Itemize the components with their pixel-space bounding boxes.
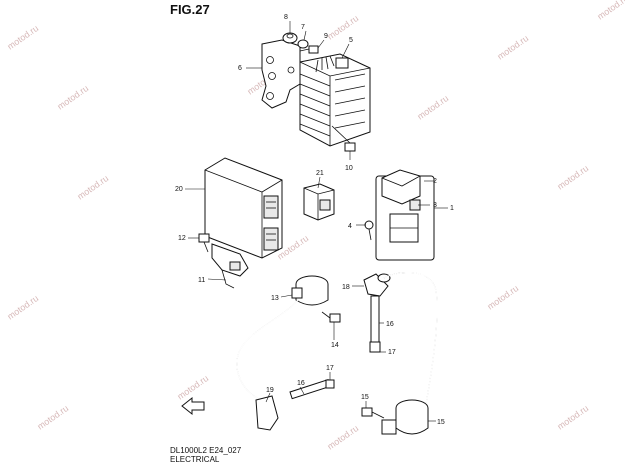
figure-title: FIG.27 bbox=[170, 2, 210, 17]
watermark: motod.ru bbox=[415, 93, 450, 122]
watermark: motod.ru bbox=[555, 403, 590, 432]
callout-2: 2 bbox=[433, 178, 437, 185]
high-tension-lead-left bbox=[236, 299, 299, 401]
watermark: motod.ru bbox=[595, 0, 625, 22]
watermark: motod.ru bbox=[75, 173, 110, 202]
front-direction-arrow-icon bbox=[181, 396, 205, 416]
callout-16-rear: 16 bbox=[386, 321, 394, 328]
part-relay-assembly bbox=[375, 169, 435, 261]
callout-labels: 8 7 9 5 6 10 20 21 2 3 1 4 12 11 13 18 1… bbox=[175, 14, 454, 426]
callout-19: 19 bbox=[266, 387, 274, 394]
callout-13: 13 bbox=[271, 295, 279, 302]
watermark: motod.ru bbox=[325, 13, 360, 42]
part-regulator-rectifier bbox=[299, 53, 371, 147]
callout-20: 20 bbox=[175, 186, 183, 193]
callout-16-lower: 16 bbox=[297, 380, 305, 387]
callout-12: 12 bbox=[178, 235, 186, 242]
part-collar bbox=[297, 39, 309, 49]
callout-18: 18 bbox=[342, 284, 350, 291]
callout-5: 5 bbox=[349, 37, 353, 44]
part-screw-4 bbox=[364, 220, 374, 241]
model-code: DL1000L2 E24_027 bbox=[170, 446, 242, 455]
watermark: motod.ru bbox=[495, 33, 530, 62]
callout-9: 9 bbox=[324, 33, 328, 40]
watermark: motod.ru bbox=[5, 23, 40, 52]
watermark: motod.ru bbox=[555, 163, 590, 192]
part-bolt-9 bbox=[299, 45, 319, 54]
callout-17-rear: 17 bbox=[388, 349, 396, 356]
watermark: motod.ru bbox=[485, 283, 520, 312]
callout-7: 7 bbox=[301, 24, 305, 31]
part-plug-cap-19 bbox=[255, 395, 279, 431]
callout-17-lower: 17 bbox=[326, 365, 334, 372]
high-tension-lead-right-inner bbox=[383, 271, 438, 405]
callout-1: 1 bbox=[450, 205, 454, 212]
leader-lines bbox=[185, 21, 448, 422]
part-plug-lead-16 bbox=[289, 379, 335, 400]
callout-21: 21 bbox=[316, 170, 324, 177]
callout-14: 15 bbox=[437, 419, 445, 426]
part-lead-tube-16 bbox=[369, 295, 381, 353]
part-grommet bbox=[282, 32, 298, 44]
callout-15-upper: 14 bbox=[331, 342, 339, 349]
part-bracket bbox=[261, 39, 301, 109]
part-bolt-12 bbox=[198, 233, 210, 253]
part-bolt-15a bbox=[321, 311, 341, 323]
high-tension-lead-left-inner bbox=[236, 299, 299, 401]
watermark: motod.ru bbox=[55, 83, 90, 112]
part-ignition-coil-14 bbox=[381, 399, 429, 435]
part-ignition-coil-13 bbox=[291, 275, 329, 306]
watermark: motod.ru bbox=[5, 293, 40, 322]
callout-8: 8 bbox=[284, 14, 288, 21]
watermark: motod.ru bbox=[35, 403, 70, 432]
part-bolt-15b bbox=[361, 407, 385, 419]
callout-3: 3 bbox=[433, 202, 437, 209]
part-sensor-11 bbox=[211, 243, 249, 289]
callout-6: 6 bbox=[238, 65, 242, 72]
callout-10: 10 bbox=[345, 165, 353, 172]
callout-15-lower: 15 bbox=[361, 394, 369, 401]
callout-11: 11 bbox=[198, 277, 205, 284]
callout-4: 4 bbox=[348, 223, 352, 230]
part-sensor-21 bbox=[303, 183, 335, 221]
part-ecm bbox=[204, 157, 283, 259]
section-name: ELECTRICAL bbox=[170, 455, 220, 464]
figure-caption: DL1000L2 E24_027 ELECTRICAL bbox=[170, 446, 241, 464]
watermark: motod.ru bbox=[175, 373, 210, 402]
watermark: motod.ru bbox=[325, 423, 360, 452]
